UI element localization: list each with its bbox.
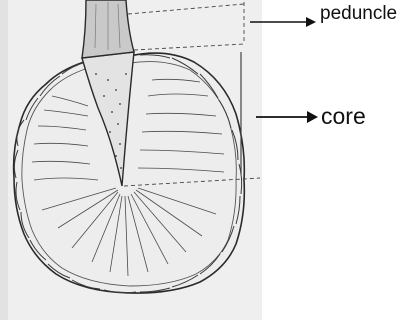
- core-arrow-head: [307, 111, 318, 123]
- paper-shadow-edge: [0, 0, 8, 320]
- core-stipple-dot: [103, 95, 105, 97]
- peduncle-arrow-head: [306, 17, 316, 27]
- core-stipple-dot: [109, 131, 111, 133]
- core-stipple-dot: [107, 79, 109, 81]
- core-stipple-dot: [119, 143, 121, 145]
- core-stipple-dot: [95, 73, 97, 75]
- core-stipple-dot: [125, 73, 127, 75]
- core-stipple-dot: [111, 111, 113, 113]
- peduncle-label: peduncle: [320, 3, 397, 25]
- core-stipple-dot: [115, 89, 117, 91]
- core-stipple-dot: [115, 155, 117, 157]
- core-stipple-dot: [119, 103, 121, 105]
- core-stipple-dot: [120, 167, 122, 169]
- core-label: core: [321, 103, 366, 130]
- core-arrow: [256, 111, 318, 123]
- core-stipple-dot: [117, 123, 119, 125]
